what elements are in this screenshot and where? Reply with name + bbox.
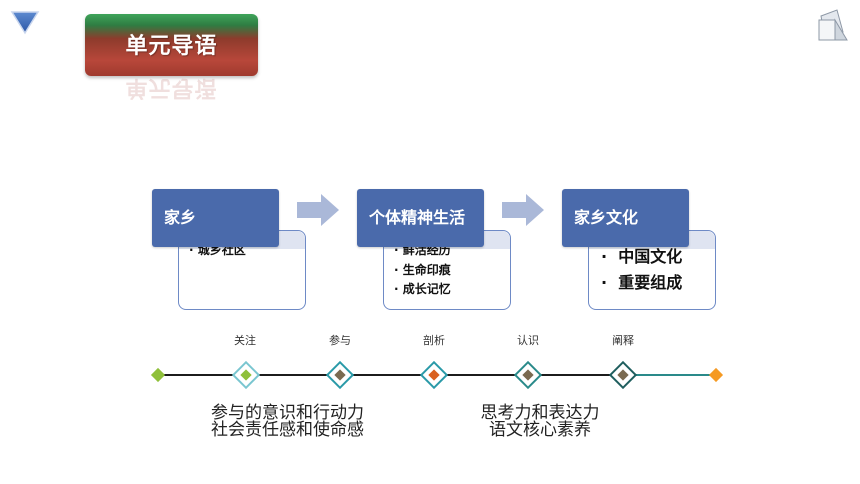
timeline-label: 关注 bbox=[234, 334, 256, 347]
timeline-node bbox=[325, 360, 355, 390]
page-title: 单元导语 bbox=[125, 34, 218, 59]
right-arrow-icon bbox=[297, 194, 339, 226]
timeline-end-marker bbox=[708, 367, 724, 383]
title-reflection: 单元导语 bbox=[85, 78, 258, 106]
timeline-node bbox=[419, 360, 449, 390]
timeline-label: 认识 bbox=[517, 334, 539, 347]
timeline-label: 参与 bbox=[329, 334, 351, 347]
timeline-node bbox=[513, 360, 543, 390]
flow-heading-spiritual-life: 个体精神生活 bbox=[357, 189, 484, 247]
nav-triangle-icon[interactable] bbox=[9, 9, 41, 35]
title-reflection-text: 单元导语 bbox=[125, 78, 218, 100]
timeline-node bbox=[608, 360, 638, 390]
page-corner-icon[interactable] bbox=[815, 6, 851, 42]
timeline bbox=[150, 360, 724, 390]
list-item: · 重要组成 bbox=[601, 273, 683, 292]
timeline-label: 阐释 bbox=[612, 334, 634, 347]
flow-heading-home: 家乡 bbox=[152, 189, 279, 247]
timeline-start-marker bbox=[150, 367, 166, 383]
title-badge bbox=[85, 14, 258, 76]
timeline-node bbox=[231, 360, 261, 390]
list-item: · 成长记忆 bbox=[394, 282, 451, 296]
bottom-right-text: 思考力和表达力 语文核心素养 bbox=[480, 403, 600, 440]
flow-heading-home-culture: 家乡文化 bbox=[562, 189, 689, 247]
list-item: · 中国文化 bbox=[601, 247, 683, 266]
right-arrow-icon bbox=[502, 194, 544, 226]
bottom-left-text: 参与的意识和行动力 社会责任感和使命感 bbox=[211, 403, 364, 440]
list-item: · 生命印痕 bbox=[394, 263, 451, 277]
timeline-label: 剖析 bbox=[423, 334, 445, 347]
